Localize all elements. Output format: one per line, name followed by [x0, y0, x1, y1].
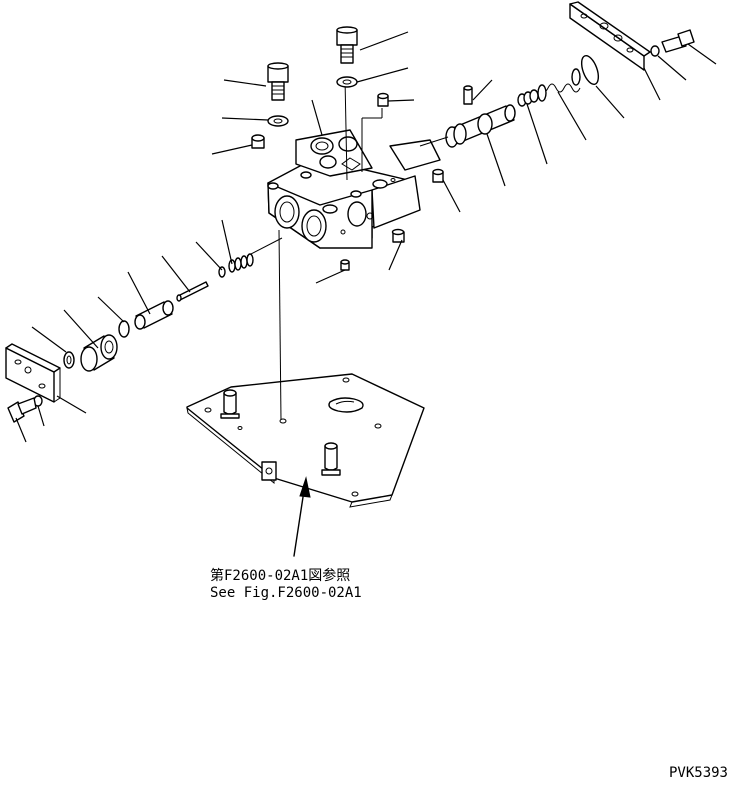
washer-top-left [267, 115, 289, 127]
left-bolt [7, 397, 37, 423]
leader-lines [15, 31, 717, 443]
assembly-guide-lines [246, 77, 383, 421]
right-bolt [661, 29, 695, 53]
left-spring [228, 253, 254, 273]
base-plate [186, 373, 425, 508]
reference-text-en: See Fig.F2600-02A1 [210, 585, 362, 601]
top-bolt-left [267, 62, 289, 101]
plug-top-small [377, 92, 389, 107]
right-spool [419, 104, 516, 148]
plug-bottom-right [391, 228, 405, 243]
right-small-spring [517, 89, 539, 107]
left-sleeve [80, 334, 118, 372]
left-plunger [134, 300, 174, 330]
right-large-spring [537, 68, 581, 102]
left-small-ring [218, 266, 226, 278]
washer-top-right [336, 76, 358, 88]
left-nut [63, 351, 75, 369]
reference-arrow [293, 476, 311, 557]
right-washer [650, 45, 660, 57]
valve-body [267, 129, 441, 249]
left-o-ring [118, 320, 130, 338]
plug-right-side [432, 168, 444, 183]
pin-top-right [463, 85, 473, 105]
right-cover-plate [569, 1, 651, 71]
reference-text-jp: 第F2600-02A1図参照 [210, 567, 350, 584]
right-o-ring [580, 55, 600, 85]
plug-left-top [251, 134, 265, 149]
drawing-code: PVK5393 [669, 765, 728, 781]
top-bolt-right [336, 26, 358, 64]
left-cover-plate [5, 343, 61, 403]
left-pin [176, 281, 209, 302]
pin-under-body [340, 259, 350, 271]
